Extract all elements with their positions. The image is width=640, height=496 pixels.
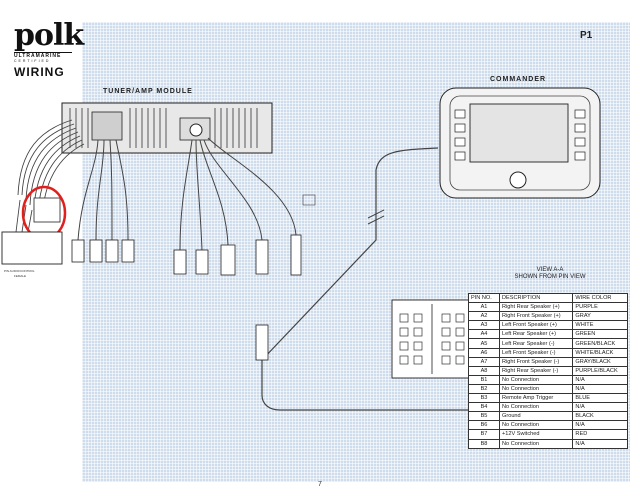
tuner-amp-label: TUNER/AMP MODULE	[103, 88, 193, 95]
pin-number: A4	[468, 329, 500, 340]
pin-description: Left Front Speaker (-)	[498, 347, 574, 358]
wire-color: N/A	[572, 420, 628, 431]
pin-number: A7	[468, 356, 500, 367]
pin-description: No Connection	[498, 402, 574, 413]
cable-break-marks	[367, 209, 385, 225]
wire-color: N/A	[572, 374, 628, 385]
pin-description: Right Front Speaker (+)	[498, 311, 574, 322]
pin-number: A2	[468, 311, 500, 322]
accessory-cables	[179, 137, 297, 251]
header-pin: PIN NO.	[468, 292, 500, 304]
wire-color: WHITE	[572, 320, 628, 331]
section-title: WIRING	[14, 65, 65, 79]
rca-cables	[77, 139, 129, 241]
page-ref: P1	[580, 30, 593, 41]
pin-description: Right Rear Speaker (-)	[498, 365, 574, 376]
iso-connector	[1, 231, 63, 265]
pin-description: Ground	[498, 411, 574, 422]
brand-line1: ULTRAMARINE	[14, 52, 72, 59]
pin-description: No Connection	[498, 438, 574, 449]
pin-number: B8	[468, 438, 500, 449]
view-label-line1: VIEW A-A	[536, 267, 564, 273]
small-connector	[302, 194, 316, 206]
commander-cable	[261, 147, 480, 411]
page-number: 7	[318, 481, 322, 488]
tuner-amp-module	[61, 102, 273, 154]
pin-number: A1	[468, 302, 500, 313]
pin-number: B6	[468, 420, 500, 431]
view-label-line2: SHOWN FROM PIN VIEW	[514, 274, 586, 280]
pin-number: A6	[468, 347, 500, 358]
rca-plugs	[71, 239, 135, 263]
iso-connector-label: PIN AUDIO/CONTROL	[4, 269, 35, 273]
wire-color: N/A	[572, 383, 628, 395]
pin-description: Right Front Speaker (-)	[498, 356, 574, 367]
pin-number: B4	[468, 402, 500, 413]
pin-description: Left Rear Speaker (-)	[498, 338, 574, 349]
pin-description: No Connection	[498, 374, 574, 385]
pin-number: B3	[468, 393, 500, 404]
wire-color: BLACK	[572, 411, 628, 422]
pin-description: Left Rear Speaker (+)	[498, 329, 574, 340]
connector-pin-view	[391, 299, 473, 379]
pin-description: +12V Switched	[498, 429, 574, 440]
pin-number: B7	[468, 429, 500, 440]
pin-description: Right Rear Speaker (+)	[498, 302, 574, 313]
wire-color: GRAY/BLACK	[572, 356, 628, 367]
wire-color: GREEN/BLACK	[572, 338, 628, 349]
wire-color: GRAY	[572, 311, 628, 322]
wire-color: N/A	[572, 402, 628, 413]
pin-number: A8	[468, 365, 500, 376]
commander-label: COMMANDER	[490, 76, 547, 83]
wire-color: BLUE	[572, 393, 628, 404]
pin-number: B5	[468, 411, 500, 422]
commander-unit	[439, 87, 601, 199]
wire-color: RED	[572, 429, 628, 440]
wire-color: PURPLE/BLACK	[572, 365, 628, 376]
accessory-plugs	[173, 234, 302, 276]
brand-line2: CERTIFIED	[14, 59, 51, 63]
pin-description: Remote Amp Trigger	[498, 393, 574, 404]
pin-number: A5	[468, 338, 500, 349]
view-label: VIEW A-A SHOWN FROM PIN VIEW	[470, 267, 630, 281]
pin-number: B1	[468, 374, 500, 385]
pin-description: Left Front Speaker (+)	[498, 320, 574, 331]
pin-number: B2	[468, 383, 500, 395]
pin-description: No Connection	[498, 420, 574, 431]
harness-plug	[33, 197, 61, 223]
pin-number: A3	[468, 320, 500, 331]
header-wire-color: WIRE COLOR	[572, 292, 628, 304]
table-header-row: PIN NO. DESCRIPTION WIRE COLOR	[468, 292, 628, 304]
pin-description: No Connection	[498, 383, 574, 395]
header-description: DESCRIPTION	[498, 292, 574, 304]
svg-text:FEMALE: FEMALE	[14, 274, 26, 278]
brand-name: polk	[14, 18, 84, 53]
wire-color: N/A	[572, 438, 628, 449]
wire-color: PURPLE	[572, 302, 628, 313]
polk-logo: polk ULTRAMARINE CERTIFIED	[14, 18, 84, 63]
wire-color: GREEN	[572, 329, 628, 340]
commander-plug	[255, 324, 269, 361]
wire-color: WHITE/BLACK	[572, 347, 628, 358]
